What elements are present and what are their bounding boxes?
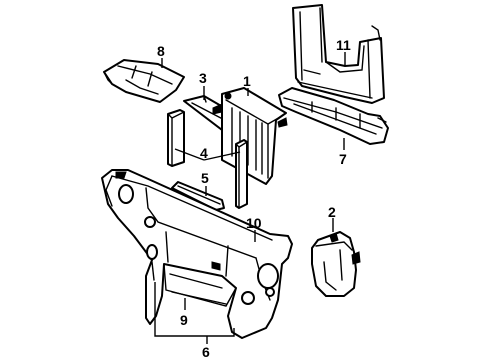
leader-lines bbox=[154, 52, 346, 344]
callout-8: 8 bbox=[157, 43, 165, 59]
callout-2: 2 bbox=[328, 204, 336, 220]
callout-7: 7 bbox=[339, 151, 347, 167]
part-1-radiator bbox=[212, 87, 288, 185]
callout-9: 9 bbox=[180, 312, 188, 328]
leader-6-bracket bbox=[154, 282, 235, 337]
callout-11: 11 bbox=[336, 37, 351, 53]
callout-6: 6 bbox=[202, 344, 210, 360]
part-6-radiator-support bbox=[101, 169, 293, 339]
callout-3: 3 bbox=[199, 70, 207, 86]
leader-4a bbox=[174, 148, 205, 161]
callout-5: 5 bbox=[201, 170, 209, 186]
callout-1: 1 bbox=[243, 73, 251, 89]
callout-10: 10 bbox=[246, 215, 262, 231]
part-8-deflector bbox=[103, 59, 185, 103]
leader-4b bbox=[203, 151, 241, 161]
callout-labels: 1 2 3 4 5 6 7 8 9 10 11 bbox=[157, 37, 351, 360]
callout-4: 4 bbox=[200, 145, 208, 161]
part-11-radiator-shroud bbox=[292, 4, 385, 104]
part-2-coolant-reservoir bbox=[311, 231, 361, 297]
part-4-side-seals bbox=[167, 109, 248, 209]
part-7-lower-baffle bbox=[278, 87, 389, 145]
